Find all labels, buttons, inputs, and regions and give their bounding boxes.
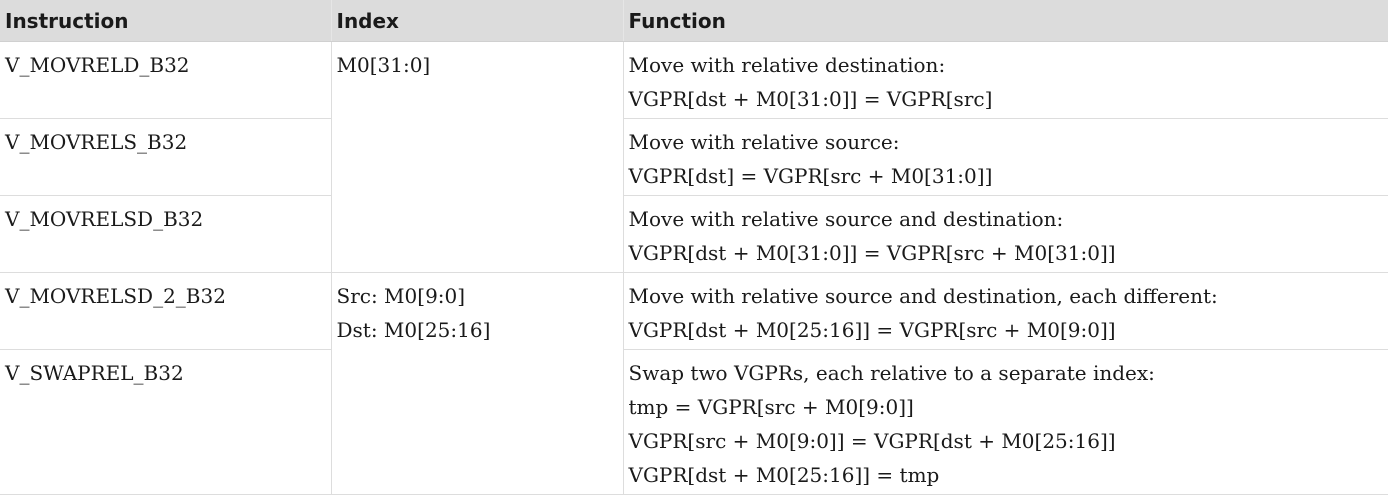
- function-cell: Move with relative source and destinatio…: [622, 195, 1388, 273]
- table-row: V_MOVRELSD_B32 Move with relative source…: [0, 195, 1388, 273]
- instruction-cell: V_MOVRELD_B32: [0, 41, 332, 119]
- function-line: VGPR[dst + M0[31:0]] = VGPR[src]: [628, 87, 993, 111]
- function-cell: Move with relative source: VGPR[dst] = V…: [622, 118, 1388, 196]
- function-line: tmp = VGPR[src + M0[9:0]]: [628, 395, 914, 419]
- function-cell: Swap two VGPRs, each relative to a separ…: [622, 349, 1388, 495]
- instruction-cell: V_MOVRELS_B32: [0, 118, 332, 196]
- function-line: Move with relative source and destinatio…: [628, 207, 1064, 231]
- function-line: VGPR[dst + M0[25:16]] = tmp: [628, 463, 940, 487]
- function-line: Swap two VGPRs, each relative to a separ…: [628, 361, 1155, 385]
- header-function: Function: [623, 0, 1388, 42]
- table-row: V_MOVRELD_B32 M0[31:0] Move with relativ…: [0, 41, 1388, 273]
- instruction-cell: V_SWAPREL_B32: [0, 349, 332, 495]
- instruction-cell: V_MOVRELSD_B32: [0, 195, 332, 273]
- table-header-row: Instruction Index Function: [0, 0, 1388, 42]
- index-cell: M0[31:0]: [330, 41, 624, 273]
- table-row: V_MOVRELSD_2_B32 Src: M0[9:0] Dst: M0[25…: [0, 272, 1388, 495]
- index-line: M0[31:0]: [336, 53, 431, 77]
- function-cell: Move with relative source and destinatio…: [622, 272, 1388, 350]
- index-cell: Src: M0[9:0] Dst: M0[25:16]: [330, 272, 624, 495]
- function-line: VGPR[dst + M0[31:0]] = VGPR[src + M0[31:…: [628, 241, 1116, 265]
- function-cell: Move with relative destination: VGPR[dst…: [622, 41, 1388, 119]
- function-line: Move with relative source and destinatio…: [628, 284, 1218, 308]
- index-line: Src: M0[9:0]: [336, 284, 466, 308]
- table-row: V_SWAPREL_B32 Swap two VGPRs, each relat…: [0, 349, 1388, 495]
- function-line: VGPR[dst] = VGPR[src + M0[31:0]]: [628, 164, 993, 188]
- header-instruction: Instruction: [0, 0, 332, 42]
- function-line: VGPR[src + M0[9:0]] = VGPR[dst + M0[25:1…: [628, 429, 1116, 453]
- header-index: Index: [331, 0, 624, 42]
- function-line: Move with relative source:: [628, 130, 900, 154]
- index-line: Dst: M0[25:16]: [336, 318, 491, 342]
- table-row: V_MOVRELS_B32 Move with relative source:…: [0, 118, 1388, 196]
- function-line: VGPR[dst + M0[25:16]] = VGPR[src + M0[9:…: [628, 318, 1116, 342]
- function-line: Move with relative destination:: [628, 53, 946, 77]
- instruction-cell: V_MOVRELSD_2_B32: [0, 272, 332, 350]
